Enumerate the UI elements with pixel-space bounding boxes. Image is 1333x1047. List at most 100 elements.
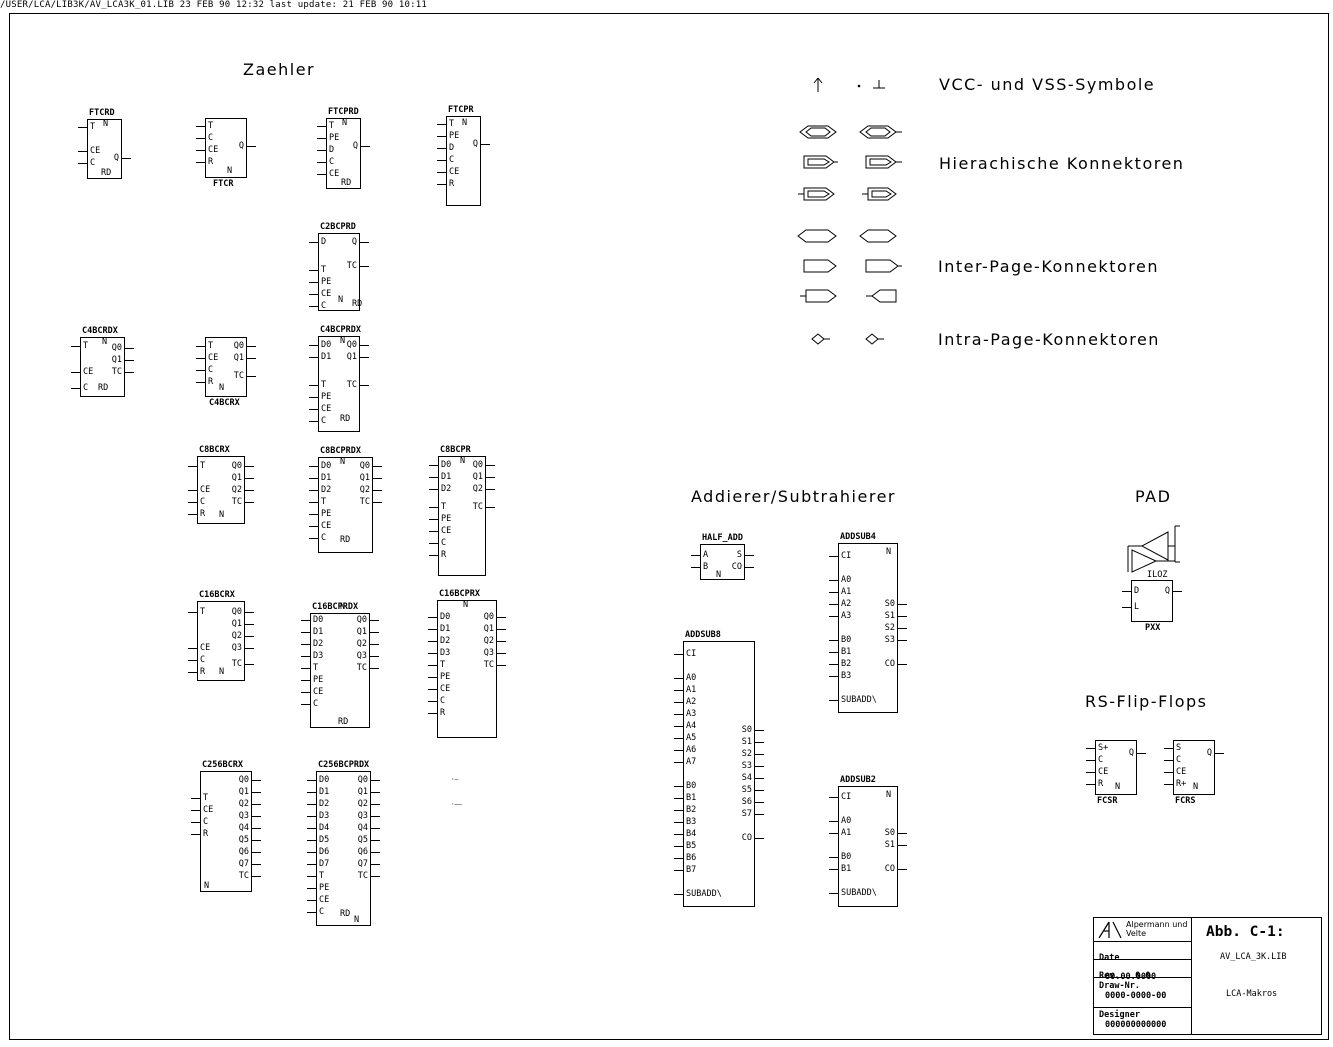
inner-label: N	[340, 602, 346, 612]
pin-label: Q1	[111, 355, 122, 365]
figure-number: Abb. C-1:	[1206, 924, 1285, 940]
pin-label: SUBADD\	[686, 889, 722, 899]
inner-label: RD	[340, 909, 351, 919]
pin-line	[245, 466, 254, 467]
pin-line	[309, 282, 318, 283]
pin-label: D	[449, 143, 455, 153]
pin-line	[245, 636, 254, 637]
pin-line	[196, 138, 205, 139]
pin-label: C	[321, 533, 327, 543]
small-mark: ·–	[451, 776, 459, 783]
pin-label: C	[1176, 755, 1182, 765]
pin-line	[497, 653, 506, 654]
pin-label: D0	[441, 460, 452, 470]
inner-label: ILOZ	[1147, 570, 1168, 580]
pin-label: D3	[319, 811, 330, 821]
pin-label: B1	[686, 793, 697, 803]
pin-line	[898, 869, 907, 870]
pin-label: S3	[884, 635, 895, 645]
pin-line	[1137, 753, 1146, 754]
pin-line	[437, 184, 446, 185]
pin-label: Q0	[472, 460, 483, 470]
designer-cell: Designer 000000000000	[1094, 1008, 1192, 1035]
pin-label: CE	[321, 404, 332, 414]
pin-label: D1	[321, 473, 332, 483]
pin-label: T	[200, 461, 206, 471]
pin-label: C	[208, 133, 214, 143]
pin-line	[247, 376, 256, 377]
pin-line	[1164, 772, 1173, 773]
block-body	[318, 457, 373, 553]
library-name: AV_LCA_3K.LIB	[1220, 952, 1287, 962]
pin-line	[674, 762, 683, 763]
pin-label: B1	[841, 864, 852, 874]
pin-label: Q7	[357, 859, 368, 869]
pin-label: D0	[440, 612, 451, 622]
pin-line	[829, 556, 838, 557]
pin-line	[360, 266, 369, 267]
date-label: Date	[1099, 953, 1120, 963]
pin-label: R	[200, 509, 206, 519]
pin-line	[317, 138, 326, 139]
pin-line	[370, 656, 379, 657]
pin-line	[674, 690, 683, 691]
pin-label: D0	[313, 615, 324, 625]
pin-line	[371, 780, 380, 781]
pin-line	[71, 346, 80, 347]
pin-line	[755, 814, 764, 815]
pin-label: B3	[841, 671, 852, 681]
pin-line	[1173, 591, 1182, 592]
designer-value: 000000000000	[1105, 1020, 1167, 1030]
pin-line	[196, 346, 205, 347]
pin-line	[674, 858, 683, 859]
inner-label: N	[460, 456, 466, 466]
section-zaehler: Zaehler	[243, 60, 316, 79]
pin-label: S3	[741, 761, 752, 771]
pin-line	[247, 346, 256, 347]
pin-label: Q0	[238, 775, 249, 785]
pin-label: A0	[686, 673, 697, 683]
pin-label: A1	[686, 685, 697, 695]
pin-line	[360, 357, 369, 358]
pin-line	[428, 653, 437, 654]
block-body	[87, 119, 122, 179]
pin-label: Q0	[231, 461, 242, 471]
pin-line	[309, 538, 318, 539]
pin-label: S0	[884, 599, 895, 609]
pin-line	[307, 864, 316, 865]
pin-line	[898, 604, 907, 605]
pin-label: T	[321, 497, 327, 507]
pin-label: CE	[319, 895, 330, 905]
pin-label: B	[703, 562, 709, 572]
pin-line	[674, 786, 683, 787]
pin-line	[125, 360, 134, 361]
block-body	[205, 337, 247, 397]
block-body	[838, 543, 898, 713]
inner-label: N	[1115, 782, 1121, 792]
block-body	[318, 233, 360, 311]
pin-line	[188, 514, 197, 515]
pin-label: Q2	[359, 485, 370, 495]
pin-line	[428, 689, 437, 690]
pin-label: Q0	[233, 341, 244, 351]
pin-label: A6	[686, 745, 697, 755]
inter-input-left-icon	[800, 289, 837, 303]
pin-label: CI	[686, 649, 697, 659]
pin-label: Q0	[483, 612, 494, 622]
pin-line	[428, 677, 437, 678]
pin-line	[429, 519, 438, 520]
pin-label: A	[703, 550, 709, 560]
pin-label: D0	[319, 775, 330, 785]
pin-label: A4	[686, 721, 697, 731]
pin-line	[370, 644, 379, 645]
pin-label: Q4	[238, 823, 249, 833]
pin-label: D0	[321, 461, 332, 471]
pin-line	[301, 668, 310, 669]
pin-line	[1122, 591, 1131, 592]
pin-line	[745, 555, 754, 556]
pin-label: R+	[1176, 779, 1187, 789]
pin-line	[898, 833, 907, 834]
pin-line	[674, 870, 683, 871]
pin-label: S	[1176, 743, 1182, 753]
vss-symbol-icon	[857, 80, 885, 89]
